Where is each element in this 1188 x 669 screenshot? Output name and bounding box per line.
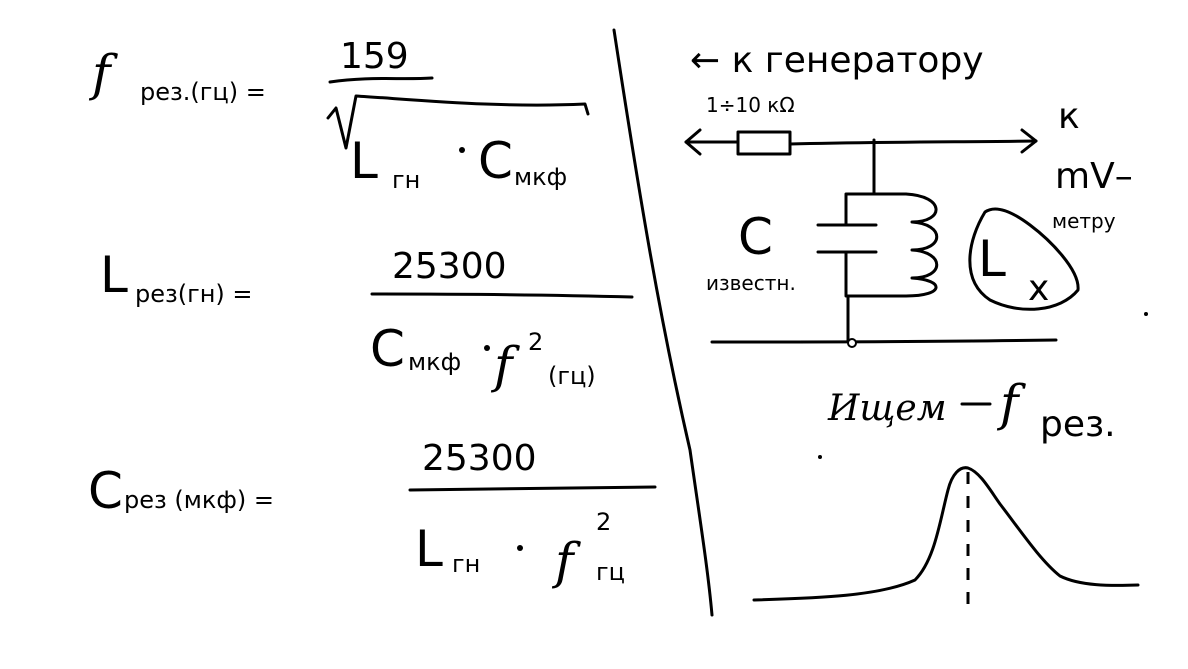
c-lhs-symbol: C: [88, 462, 123, 520]
c-lhs-subscript: рез (мкф) =: [124, 486, 274, 514]
f-numerator: 159: [340, 36, 409, 77]
to-generator-label: ← к генератору: [690, 40, 984, 81]
l-lhs-symbol: L: [100, 246, 128, 304]
c-multiply-dot: [517, 545, 523, 551]
unknown-inductor-outline: [968, 207, 1080, 311]
f-den-l-sub: гн: [392, 166, 420, 194]
junction-node: [847, 338, 857, 348]
search-label: Ищем: [827, 388, 947, 429]
sqrt-sign: [326, 94, 590, 150]
formula-inductance: L рез(гн) = 25300 C мкф f 2 (гц): [100, 246, 634, 394]
to-meter-label: к: [1058, 96, 1080, 137]
search-f-sub: рез.: [1040, 404, 1116, 445]
l-fraction-bar: [370, 292, 634, 299]
c-fraction-bar: [408, 485, 657, 492]
meter-label-1: mV–: [1055, 156, 1133, 197]
lc-frame: [844, 192, 939, 298]
stray-dot: [1144, 312, 1148, 316]
l-den-f-sup: 2: [528, 328, 543, 356]
search-resonance: Ищем f рез.: [827, 374, 1116, 445]
l-lhs-subscript: рез(гн) =: [135, 280, 253, 308]
l-den-f-sub: (гц): [548, 362, 596, 390]
f-multiply-dot: [459, 147, 465, 153]
c-numerator: 25300: [422, 438, 537, 479]
stray-dot: [818, 455, 822, 459]
f-den-c-sub: мкф: [514, 163, 567, 191]
unknown-inductor-l: L: [978, 230, 1006, 288]
capacitor-label: C: [738, 208, 773, 266]
f-den-c: C: [478, 132, 513, 190]
divider-line: [612, 28, 714, 617]
l-den-f: f: [490, 336, 520, 394]
f-lhs-subscript: рез.(гц) =: [140, 78, 266, 106]
search-f: f: [996, 374, 1026, 432]
resonance-circuit: ← к генератору 1÷10 кΩ к mV– метру C изв…: [684, 40, 1133, 348]
unknown-inductor-x: x: [1028, 268, 1049, 309]
c-den-l: L: [415, 520, 443, 578]
resistor-label: 1÷10 кΩ: [706, 93, 795, 117]
wire-top-right: [788, 139, 1038, 146]
ground-line: [710, 338, 1058, 344]
capacitor-known-label: известн.: [706, 271, 796, 295]
c-den-f: f: [551, 532, 581, 590]
l-den-c-sub: мкф: [408, 348, 461, 376]
l-den-c: C: [370, 320, 405, 378]
right-arrow-icon: [1020, 128, 1038, 154]
formula-frequency: f рез.(гц) = 159 L гн C мкф: [88, 36, 590, 194]
formula-capacitance: C рез (мкф) = 25300 L гн f 2 гц: [88, 438, 657, 590]
f-den-l: L: [350, 132, 378, 190]
resonance-curve: [752, 466, 1140, 602]
f-fraction-bar: [328, 76, 434, 84]
l-multiply-dot: [484, 345, 490, 351]
c-den-f-sup: 2: [596, 508, 611, 536]
meter-label-2: метру: [1052, 209, 1116, 233]
c-den-l-sub: гн: [452, 550, 480, 578]
capacitor-icon: [816, 223, 878, 254]
l-numerator: 25300: [392, 246, 507, 287]
c-den-f-sub: гц: [596, 558, 625, 586]
f-lhs-symbol: f: [88, 44, 118, 102]
resistor-icon: [736, 130, 792, 156]
